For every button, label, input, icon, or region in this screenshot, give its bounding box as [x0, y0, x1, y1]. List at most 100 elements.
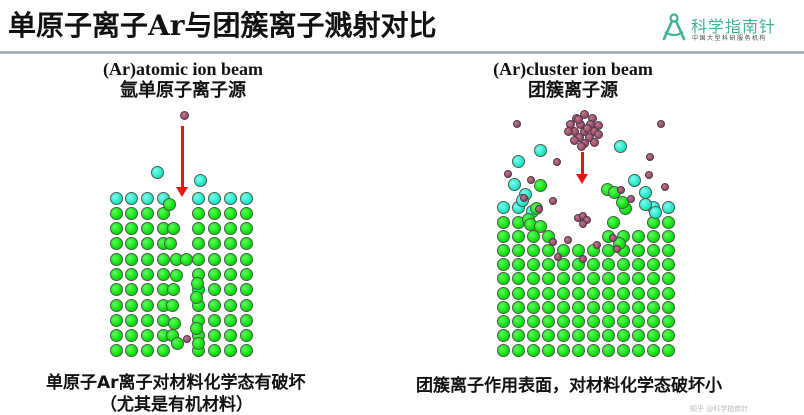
substrate-atom: [223, 206, 237, 220]
substrate-atom: [526, 314, 540, 328]
substrate-atom: [223, 313, 237, 327]
substrate-atom: [646, 243, 660, 257]
substrate-atom: [556, 328, 570, 342]
right-caption: 团簇离子作用表面，对材料化学态破坏小: [416, 376, 722, 396]
slide-title: 单原子离子Ar与团簇离子溅射对比: [8, 9, 437, 42]
substrate-atom: [646, 300, 660, 314]
substrate-atom: [496, 243, 510, 257]
substrate-atom: [616, 314, 630, 328]
left-caption-line1: 单原子Ar离子对材料化学态有破坏: [46, 373, 306, 393]
substrate-atom: [646, 229, 660, 243]
surface-atom: [496, 200, 510, 214]
substrate-atom: [601, 314, 615, 328]
substrate-atom: [541, 271, 555, 285]
incident-argon-ion: [179, 110, 189, 120]
substrate-atom: [124, 282, 138, 296]
argon-cluster-fragment: [549, 238, 557, 246]
substrate-atom: [571, 271, 585, 285]
argon-cluster-atom: [573, 114, 583, 124]
substrate-atom: [631, 229, 645, 243]
sputtered-surface-atom: [648, 205, 662, 219]
substrate-atom: [616, 300, 630, 314]
substrate-atom: [496, 286, 510, 300]
argon-cluster-atom: [563, 126, 573, 136]
substrate-atom: [616, 343, 630, 357]
displaced-atom: [166, 282, 180, 296]
substrate-atom: [496, 257, 510, 271]
argon-cluster-fragment: [609, 234, 617, 242]
substrate-atom: [207, 298, 221, 312]
substrate-atom: [661, 271, 675, 285]
left-panel-heading: (Ar)atomic ion beam 氩单原子离子源: [78, 59, 288, 103]
displaced-atom: [170, 336, 184, 350]
substrate-atom: [140, 236, 154, 250]
argon-cluster-fragment: [513, 120, 521, 128]
argon-cluster-fragment: [564, 236, 572, 244]
argon-cluster-fragment: [579, 255, 587, 263]
sputtered-surface-atom: [638, 185, 652, 199]
substrate-atom: [541, 257, 555, 271]
substrate-atom: [511, 328, 525, 342]
argon-cluster-fragment: [549, 197, 557, 205]
argon-cluster-fragment: [661, 183, 669, 191]
substrate-atom: [586, 286, 600, 300]
argon-cluster-fragment: [504, 170, 512, 178]
substrate-atom: [191, 221, 205, 235]
surface-atom: [109, 191, 123, 205]
substrate-atom: [223, 343, 237, 357]
title-divider: [0, 51, 804, 54]
displaced-atom: [179, 252, 193, 266]
substrate-atom: [616, 257, 630, 271]
argon-cluster-fragment: [554, 253, 562, 261]
right-panel-heading: (Ar)cluster ion beam 团簇离子源: [468, 59, 678, 103]
substrate-atom: [140, 267, 154, 281]
surface-atom: [191, 191, 205, 205]
substrate-atom: [239, 328, 253, 342]
brand-logo: 科学指南针 中国大型科研服务机构: [660, 12, 800, 44]
right-incident-arrow: [581, 152, 584, 174]
surface-atom: [239, 191, 253, 205]
displaced-atom: [162, 197, 176, 211]
substrate-atom: [140, 282, 154, 296]
substrate-atom: [109, 282, 123, 296]
sputtered-surface-atom: [193, 173, 207, 187]
argon-cluster-fragment: [553, 158, 561, 166]
surface-atom: [124, 191, 138, 205]
substrate-atom: [207, 221, 221, 235]
substrate-atom: [511, 257, 525, 271]
argon-cluster-fragment: [627, 195, 635, 203]
substrate-atom: [586, 300, 600, 314]
argon-cluster-atom: [584, 132, 594, 142]
substrate-atom: [646, 314, 660, 328]
substrate-atom: [156, 343, 170, 357]
substrate-atom: [571, 243, 585, 257]
argon-cluster-fragment: [613, 245, 621, 253]
substrate-atom: [140, 343, 154, 357]
displaced-atom: [165, 298, 179, 312]
substrate-atom: [239, 236, 253, 250]
substrate-atom: [140, 328, 154, 342]
substrate-atom: [511, 314, 525, 328]
substrate-atom: [124, 328, 138, 342]
substrate-atom: [616, 328, 630, 342]
substrate-atom: [541, 343, 555, 357]
substrate-atom: [511, 271, 525, 285]
substrate-atom: [156, 252, 170, 266]
substrate-atom: [207, 252, 221, 266]
substrate-atom: [526, 271, 540, 285]
substrate-atom: [661, 243, 675, 257]
substrate-atom: [541, 286, 555, 300]
substrate-atom: [646, 343, 660, 357]
displaced-atom: [190, 276, 204, 290]
substrate-atom: [124, 313, 138, 327]
substrate-atom: [616, 271, 630, 285]
substrate-atom: [526, 286, 540, 300]
sputtered-surface-atom: [150, 165, 164, 179]
substrate-atom: [526, 328, 540, 342]
substrate-atom: [239, 343, 253, 357]
sputtered-surface-atom: [627, 173, 641, 187]
surface-atom: [140, 191, 154, 205]
substrate-atom: [239, 313, 253, 327]
left-heading-en: (Ar)atomic ion beam: [103, 59, 263, 79]
substrate-atom: [140, 206, 154, 220]
